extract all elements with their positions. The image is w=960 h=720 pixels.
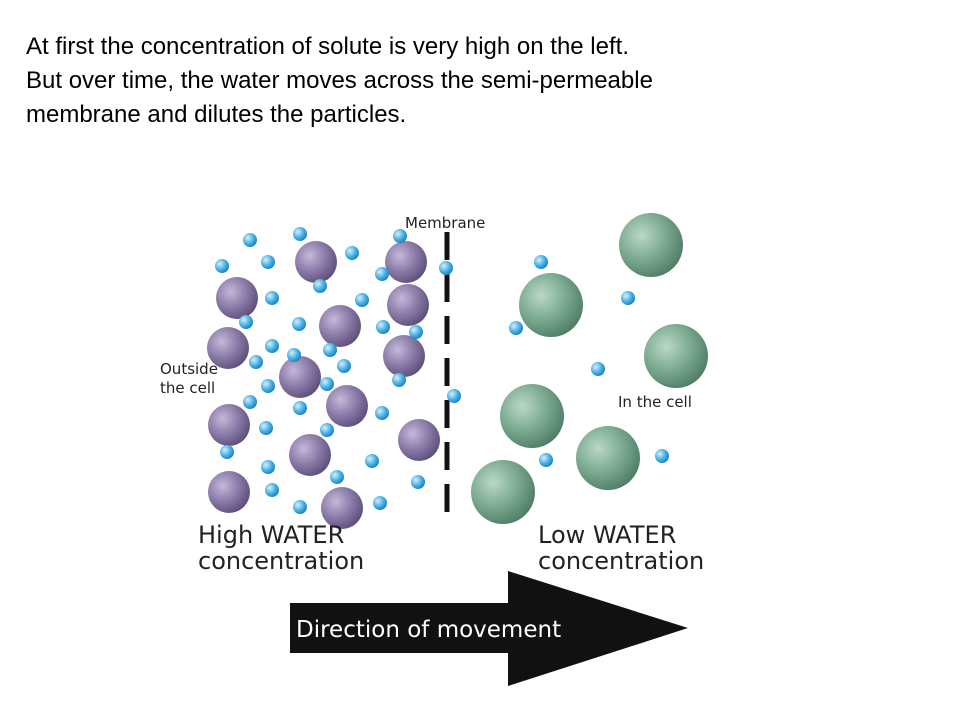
water-molecule	[330, 470, 344, 484]
inside-cell-label: In the cell	[618, 393, 692, 411]
water-molecule	[287, 348, 301, 362]
caption-line-3: membrane and dilutes the particles.	[26, 101, 407, 128]
solute-particle	[216, 277, 258, 319]
water-molecule	[265, 339, 279, 353]
solute-particle	[519, 273, 583, 337]
water-molecule	[323, 343, 337, 357]
solute-particle	[208, 404, 250, 446]
solute-particle	[576, 426, 640, 490]
outside-cell-label-line2: the cell	[160, 379, 215, 397]
water-molecule	[337, 359, 351, 373]
solute-particle	[398, 419, 440, 461]
water-molecule	[243, 395, 257, 409]
low-water-label-line2: concentration	[538, 547, 704, 575]
water-molecule	[249, 355, 263, 369]
water-molecule	[243, 233, 257, 247]
water-molecule	[261, 460, 275, 474]
water-molecule	[265, 291, 279, 305]
solute-particle	[208, 471, 250, 513]
solute-particle	[471, 460, 535, 524]
water-molecule	[539, 453, 553, 467]
water-molecule	[292, 317, 306, 331]
membrane-label: Membrane	[405, 214, 485, 232]
solute-particle	[619, 213, 683, 277]
water-molecule	[239, 315, 253, 329]
water-molecule	[534, 255, 548, 269]
water-molecule	[375, 267, 389, 281]
water-molecule	[220, 445, 234, 459]
direction-label: Direction of movement	[296, 617, 561, 643]
water-molecules-outside	[215, 227, 425, 514]
water-molecule	[345, 246, 359, 260]
water-molecule	[265, 483, 279, 497]
outside-cell-label-line1: Outside	[160, 360, 218, 378]
water-molecule	[375, 406, 389, 420]
water-molecule	[621, 291, 635, 305]
solute-particle	[207, 327, 249, 369]
water-molecule	[261, 379, 275, 393]
solute-particle	[295, 241, 337, 283]
water-molecule	[259, 421, 273, 435]
water-molecule	[320, 377, 334, 391]
solute-particle	[500, 384, 564, 448]
water-molecule	[373, 496, 387, 510]
water-molecule	[293, 401, 307, 415]
water-molecule	[293, 227, 307, 241]
water-molecule	[392, 373, 406, 387]
water-molecule	[509, 321, 523, 335]
solute-particle	[326, 385, 368, 427]
caption-text: At first the concentration of solute is …	[26, 30, 926, 132]
water-molecule	[447, 389, 461, 403]
water-molecule	[355, 293, 369, 307]
solute-particle	[289, 434, 331, 476]
high-water-label-line1: High WATER	[198, 521, 344, 549]
water-molecule	[591, 362, 605, 376]
water-molecule	[439, 261, 453, 275]
water-molecule	[393, 229, 407, 243]
water-molecule	[261, 255, 275, 269]
solute-particle	[385, 241, 427, 283]
water-molecule	[293, 500, 307, 514]
water-molecules-inside	[509, 255, 669, 467]
solute-particle	[321, 487, 363, 529]
solute-particle	[387, 284, 429, 326]
solute-particles-outside	[207, 241, 440, 529]
caption-line-1: At first the concentration of solute is …	[26, 33, 629, 60]
solute-particle	[319, 305, 361, 347]
solute-particle	[644, 324, 708, 388]
water-molecule	[313, 279, 327, 293]
caption-line-2: But over time, the water moves across th…	[26, 67, 653, 94]
high-water-label-line2: concentration	[198, 547, 364, 575]
solute-particle	[383, 335, 425, 377]
solute-particle	[279, 356, 321, 398]
water-molecule	[655, 449, 669, 463]
water-molecules-crossing	[439, 261, 461, 403]
water-molecule	[365, 454, 379, 468]
water-molecule	[215, 259, 229, 273]
water-molecule	[376, 320, 390, 334]
water-molecule	[411, 475, 425, 489]
solute-particles-inside	[471, 213, 708, 524]
water-molecule	[409, 325, 423, 339]
low-water-label-line1: Low WATER	[538, 521, 676, 549]
water-molecule	[320, 423, 334, 437]
direction-arrow: Direction of movement	[290, 571, 688, 686]
